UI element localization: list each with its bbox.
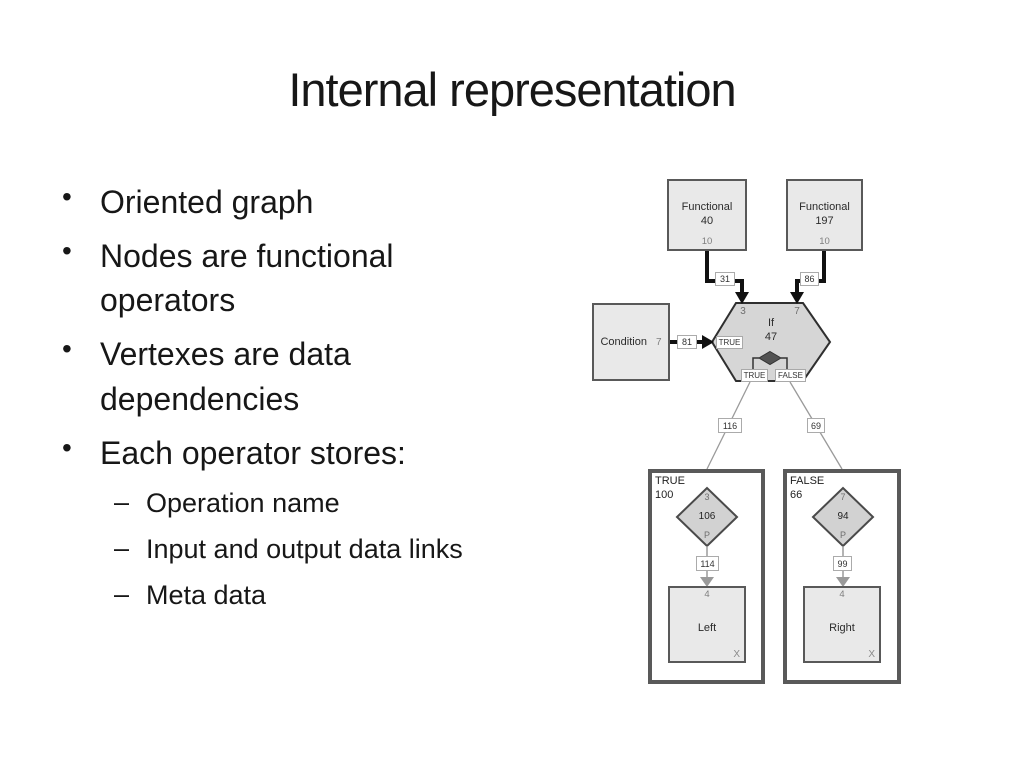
node-title: Functional	[681, 201, 733, 213]
list-item: • Oriented graph	[58, 180, 498, 224]
node-title: Condition	[600, 336, 647, 348]
in-port-label: 3	[740, 306, 746, 317]
container-label: TRUE	[655, 475, 685, 487]
diamond-94	[811, 486, 875, 548]
bullet-icon: •	[62, 431, 72, 463]
false-branch-port-box: FALSE	[775, 369, 806, 382]
sub-list-item: –Operation name	[58, 485, 498, 522]
container-label: FALSE	[790, 475, 825, 487]
arrow-down-gray-icon	[700, 577, 714, 587]
container-id: 100	[655, 489, 674, 502]
bullet-text: Vertexes are data dependencies	[100, 336, 351, 417]
bullet-icon: •	[62, 333, 72, 365]
list-item: • Vertexes are data dependencies	[58, 332, 498, 420]
close-marker: X	[868, 649, 875, 660]
list-item: • Each operator stores:	[58, 431, 498, 475]
dash-icon: –	[114, 486, 130, 517]
diamond-106	[675, 486, 739, 548]
edge-label-99: 99	[833, 556, 852, 571]
diamond-id: 94	[837, 511, 849, 522]
edge-label-116: 116	[718, 418, 742, 433]
container-id: 66	[790, 489, 803, 502]
if-hexagon	[710, 302, 832, 382]
diamond-out-port: P	[703, 530, 710, 540]
graph-diagram: Functional 40 10 Functional 197 10 Condi…	[560, 160, 960, 720]
out-port-label: 7	[655, 336, 662, 348]
edge-label-69: 69	[807, 418, 825, 433]
arrow-down-gray-icon	[836, 577, 850, 587]
bullet-list: • Oriented graph • Nodes are functional op…	[58, 180, 518, 623]
cond-port-box: TRUE	[716, 336, 743, 349]
container-true-branch: TRUE 100	[648, 469, 765, 684]
selector-bracket-right	[781, 357, 788, 369]
arrow-down-icon	[735, 292, 749, 304]
sub-list-item: –Input and output data links	[58, 531, 498, 568]
diamond-out-port: P	[839, 530, 846, 540]
bullet-icon: •	[62, 235, 72, 267]
in-port-label: 7	[794, 306, 800, 317]
container-false-branch: FALSE 66	[783, 469, 901, 684]
list-item: • Nodes are functional operators	[58, 234, 498, 322]
bullet-text: Oriented graph	[100, 184, 314, 220]
selector-diamond-icon	[758, 350, 782, 366]
true-branch-port-box: TRUE	[741, 369, 768, 382]
diamond-in-port: 3	[704, 492, 710, 502]
arrow-right-icon	[702, 335, 714, 349]
node-right: 4 Right X	[803, 586, 881, 663]
selector-bracket-left	[752, 357, 759, 369]
bullet-text: Each operator stores:	[100, 434, 406, 471]
out-port-label: 10	[819, 236, 830, 247]
in-port-label: 4	[839, 589, 845, 600]
arrow-down-icon	[790, 292, 804, 304]
sub-bullet-text: Input and output data links	[146, 533, 463, 564]
close-marker: X	[733, 649, 740, 660]
node-title: Functional	[799, 201, 850, 213]
sub-bullet-text: Operation name	[146, 487, 340, 518]
edge-label-81: 81	[677, 335, 697, 349]
diamond-id: 106	[698, 511, 716, 522]
edge-label-86: 86	[800, 272, 819, 286]
node-title: If	[767, 317, 775, 329]
sub-list-item: –Meta data	[58, 577, 498, 614]
bullet-text: Nodes are functional operators	[100, 238, 394, 319]
if-node-label: If 47	[730, 317, 812, 345]
out-port-label: 10	[701, 236, 713, 247]
node-id: 40	[700, 214, 714, 227]
node-title: Right	[829, 622, 855, 634]
sub-bullet-text: Meta data	[146, 579, 267, 610]
edge-label-114: 114	[696, 556, 719, 571]
node-functional-40: Functional 40 10	[667, 179, 747, 251]
node-id: 47	[764, 330, 778, 343]
node-left: 4 Left X	[668, 586, 746, 663]
node-condition: Condition 7	[592, 303, 670, 381]
bullet-icon: •	[62, 181, 72, 212]
node-functional-197: Functional 197 10	[786, 179, 863, 251]
dash-icon: –	[114, 532, 130, 563]
diamond-in-port: 7	[840, 492, 846, 502]
node-id: 197	[815, 214, 834, 227]
page-title: Internal representation	[288, 63, 736, 116]
edge-label-31: 31	[715, 272, 735, 286]
in-port-label: 4	[704, 589, 710, 600]
dash-icon: –	[114, 578, 130, 609]
node-title: Left	[697, 622, 717, 634]
